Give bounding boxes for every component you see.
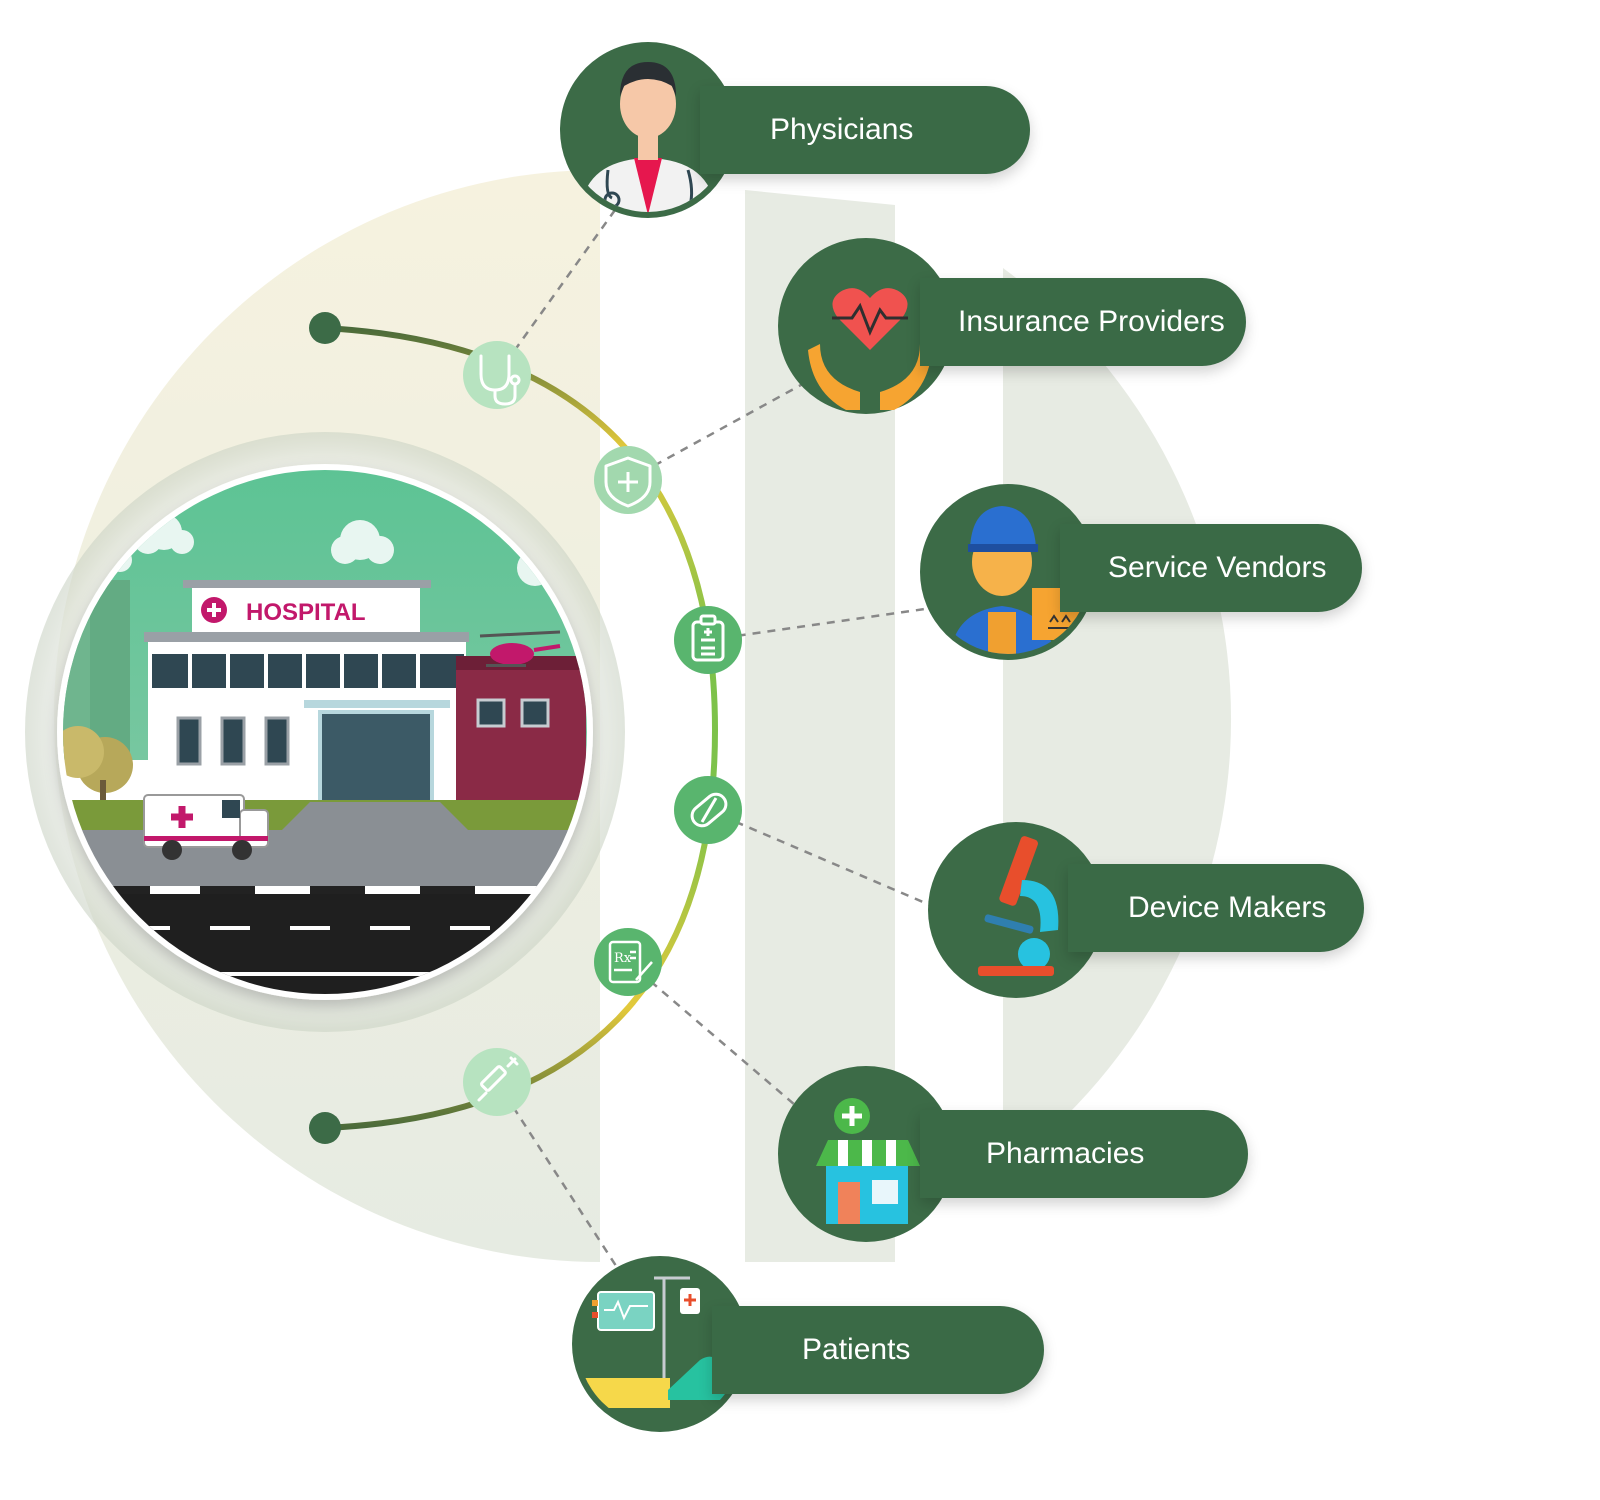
node-patients — [572, 1256, 748, 1432]
stakeholder-pill-device-makers[interactable]: Device Makers — [1068, 864, 1364, 952]
stakeholder-pill-insurance-providers[interactable]: Insurance Providers — [920, 278, 1246, 366]
timeline-arc — [322, 325, 719, 1131]
pharmacy-store-icon — [816, 1098, 920, 1224]
stakeholder-label: Physicians — [770, 113, 914, 146]
connector-node-service-vendors — [674, 606, 742, 674]
connector-node-patients — [463, 1048, 531, 1116]
syringe-icon — [477, 1056, 519, 1102]
stakeholder-pill-service-vendors[interactable]: Service Vendors — [1060, 524, 1362, 612]
svg-text:Rx: Rx — [614, 951, 632, 966]
connector-node-pharmacies: Rx — [594, 928, 662, 996]
doctor-icon — [580, 62, 716, 212]
clipboard-icon — [691, 614, 725, 662]
stakeholder-label: Device Makers — [1128, 891, 1327, 924]
node-physicians — [560, 42, 736, 218]
arc-end-top — [309, 312, 341, 344]
connector-node-insurance-providers — [594, 446, 662, 514]
hospital-hub: HOSPITAL — [25, 432, 625, 1032]
connector-node-device-makers — [674, 776, 742, 844]
stakeholder-pill-pharmacies[interactable]: Pharmacies — [920, 1110, 1248, 1198]
heart-in-hands-icon — [808, 288, 932, 410]
stakeholder-label: Service Vendors — [1108, 551, 1327, 584]
stakeholder-pill-patients[interactable]: Patients — [712, 1306, 1044, 1394]
stakeholder-label: Patients — [802, 1333, 911, 1366]
shield-plus-icon — [604, 456, 652, 508]
stakeholder-pill-physicians[interactable]: Physicians — [700, 86, 1030, 174]
delivery-worker-icon — [950, 506, 1090, 654]
arc-end-bottom — [309, 1112, 341, 1144]
prescription-icon: Rx — [608, 940, 653, 984]
node-service-vendors — [920, 484, 1096, 660]
stethoscope-icon — [479, 354, 521, 406]
hospital-sign: HOSPITAL — [246, 599, 366, 626]
node-pharmacies — [778, 1066, 954, 1242]
microscope-icon — [978, 836, 1059, 976]
stakeholder-label: Pharmacies — [986, 1137, 1145, 1170]
node-device-makers — [928, 822, 1104, 998]
pill-capsule-icon — [690, 792, 728, 828]
node-insurance-providers — [778, 238, 954, 414]
stakeholder-label: Insurance Providers — [958, 305, 1225, 338]
connector-node-physicians — [463, 341, 531, 409]
